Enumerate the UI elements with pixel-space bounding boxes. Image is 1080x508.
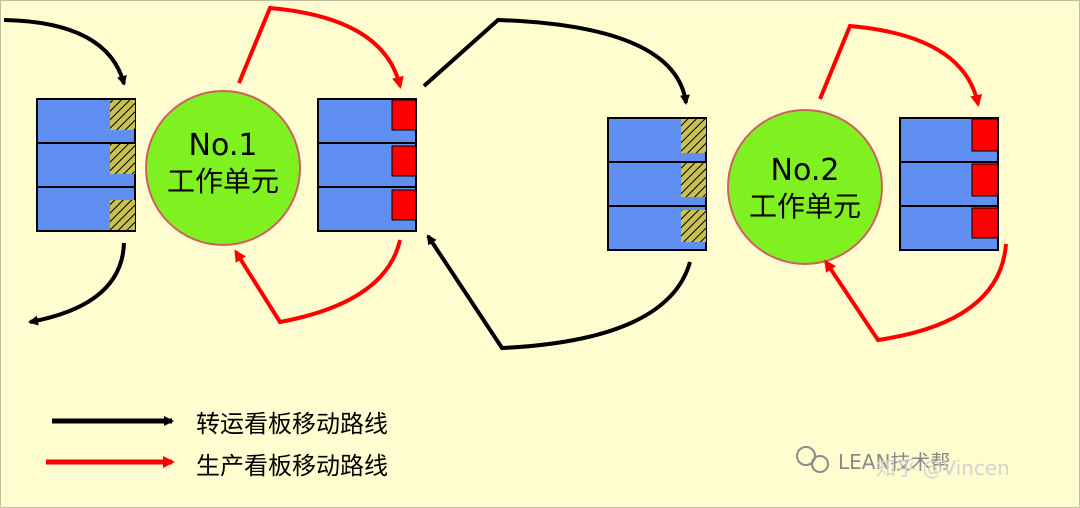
work-unit-1-number: No.1: [188, 128, 258, 163]
transfer-kanban-card: [110, 144, 135, 174]
watermark-text: LEAN技术帮: [838, 450, 951, 474]
work-unit-2-circle: [727, 109, 883, 265]
legend-production-label: 生产看板移动路线: [196, 452, 388, 480]
production-kanban-card: [391, 145, 417, 177]
production-kanban-card: [971, 118, 999, 152]
watermark-overlay-text: 知乎 @Vincen: [876, 456, 1010, 480]
transfer-kanban-card: [110, 200, 135, 230]
transfer-kanban-card: [681, 163, 706, 197]
production-arrow-unit-1-back: [234, 239, 402, 325]
production-kanban-card: [391, 189, 417, 221]
work-unit-1-name: 工作单元: [166, 165, 279, 198]
production-arrow-unit-2-out: [818, 23, 983, 107]
transfer-kanban-card: [681, 210, 706, 242]
work-unit-1-circle: [145, 90, 301, 246]
transfer-arrow-to-unit-2: [422, 17, 690, 105]
outbound-stack-1: [317, 98, 417, 232]
transfer-arrow-out-1: [28, 242, 126, 326]
production-arrow-unit-2-back: [824, 243, 1008, 343]
work-unit-2-name: 工作单元: [748, 190, 861, 223]
wechat-icon: [796, 446, 829, 473]
inbound-stack-2: [607, 117, 707, 251]
legend-transfer-label: 转运看板移动路线: [196, 410, 388, 438]
production-kanban-card: [391, 99, 417, 131]
work-unit-2-label: No.2 工作单元: [735, 153, 875, 225]
outbound-stack-2: [899, 117, 999, 251]
work-unit-1-label: No.1 工作单元: [153, 128, 293, 200]
transfer-kanban-card: [110, 100, 135, 130]
inbound-stack-1: [36, 98, 136, 232]
work-unit-2-number: No.2: [770, 153, 840, 188]
production-kanban-card: [971, 163, 999, 197]
production-kanban-card: [971, 207, 999, 239]
production-arrow-unit-1-out: [237, 5, 404, 89]
transfer-arrow-in-1: [3, 18, 127, 86]
transfer-kanban-card: [681, 119, 706, 153]
transfer-arrow-return: [426, 234, 692, 351]
